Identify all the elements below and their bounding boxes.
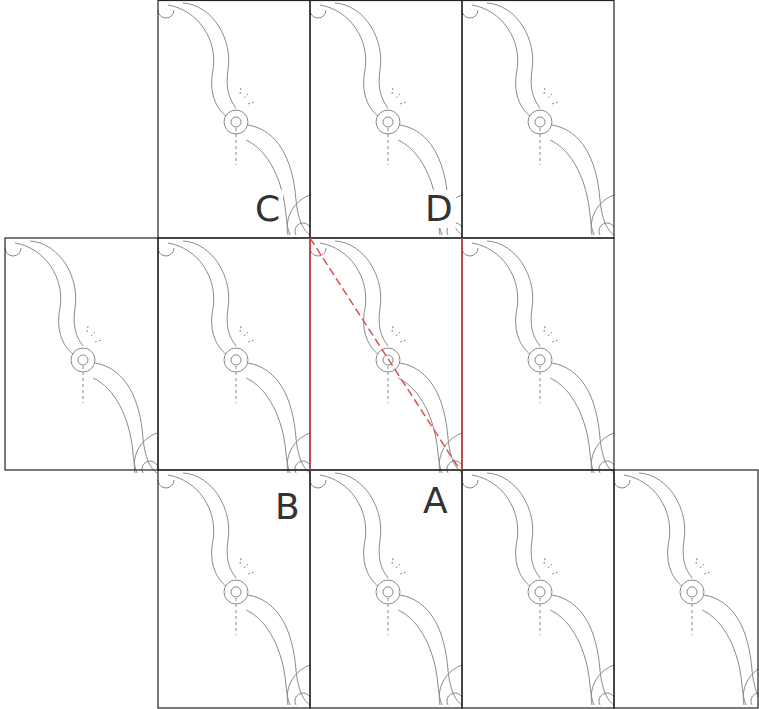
pattern-motifs	[5, 3, 759, 705]
tile-label: B	[272, 488, 303, 526]
tile-label: D	[422, 190, 456, 228]
tile-grid	[5, 1, 758, 709]
tile-label: C	[252, 190, 283, 228]
tile-label: A	[420, 482, 451, 520]
red-guides	[310, 238, 462, 470]
